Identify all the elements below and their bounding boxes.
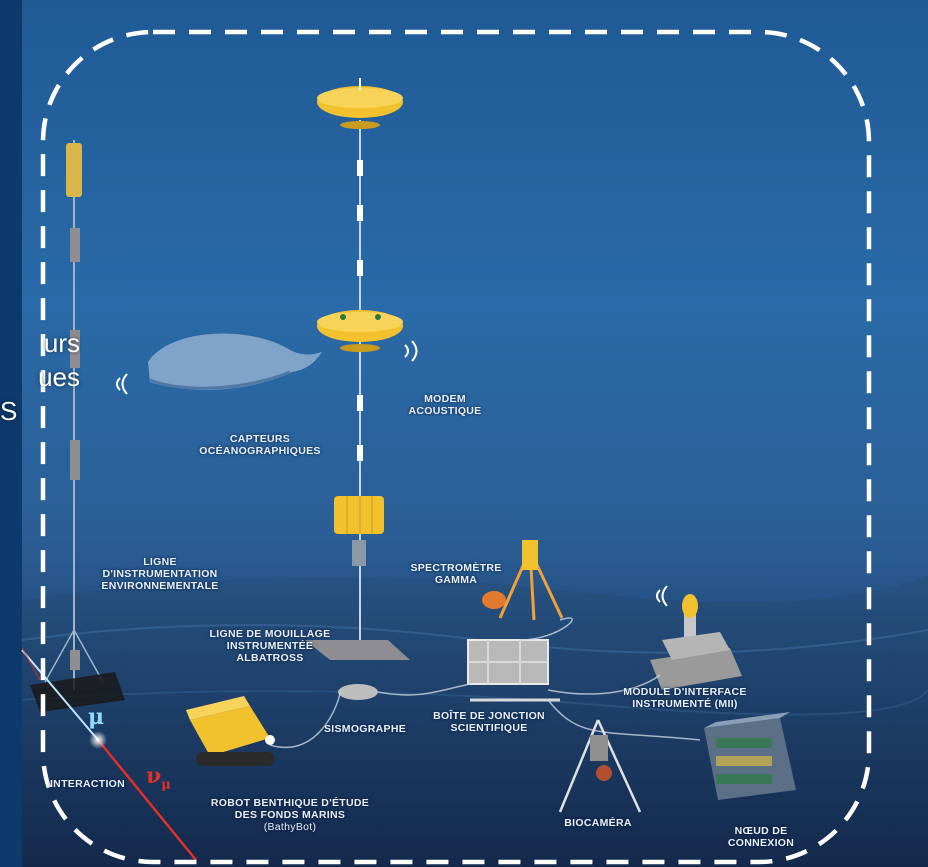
buoyancy-block [334,496,384,566]
environmental-line [30,140,125,712]
detection-volume-frame [40,29,872,865]
interface-module-icon [650,594,742,690]
label-module-interface: MODULE D'INTERFACE INSTRUMENTÉ (MII) [623,686,747,710]
whale-icon [148,333,322,390]
slide-text-line3: S [0,396,18,426]
mooring-anchor [305,640,410,660]
tripod-icon [482,540,564,621]
label-sismographe: SISMOGRAPHE [323,723,407,735]
label-capteurs: CAPTEURS OCÉANOGRAPHIQUES [199,433,321,457]
label-robot: ROBOT BENTHIQUE D'ÉTUDE DES FONDS MARINS… [210,797,370,833]
robot-icon [186,696,275,766]
label-modem-acoustique: MODEM ACOUSTIQUE [408,393,482,417]
muon-symbol: μ [88,704,105,730]
albatross-mooring-line [305,78,410,660]
sled-icon [467,639,560,702]
label-noeud: NŒUD DE CONNEXION [727,825,795,849]
biocamera-icon [558,719,642,813]
cabinet-icon [704,712,796,800]
acoustic-wave-icon [116,340,668,607]
float-icon [317,310,403,352]
slide-text-line1: urs [43,328,80,358]
label-ligne-mouillage: LIGNE DE MOUILLAGE INSTRUMENTÉE ALBATROS… [209,628,331,664]
slide-text: urs ues S [0,326,80,428]
particle-tracks [21,647,197,861]
seismograph-icon [338,684,378,700]
label-spectrometre: SPECTROMÈTRE GAMMA [410,562,502,586]
float-icon [317,78,403,129]
slide-text-line2: ues [38,362,80,392]
neutrino-symbol: νμ [146,763,171,793]
label-boite-jonction: BOÎTE DE JONCTION SCIENTIFIQUE [433,710,545,734]
cables [269,617,701,749]
label-ligne-instrumentation: LIGNE D'INSTRUMENTATION ENVIRONNEMENTALE [101,556,219,592]
label-interaction: INTERACTION [49,778,126,790]
label-biocamera: BIOCAMÉRA [564,817,632,829]
